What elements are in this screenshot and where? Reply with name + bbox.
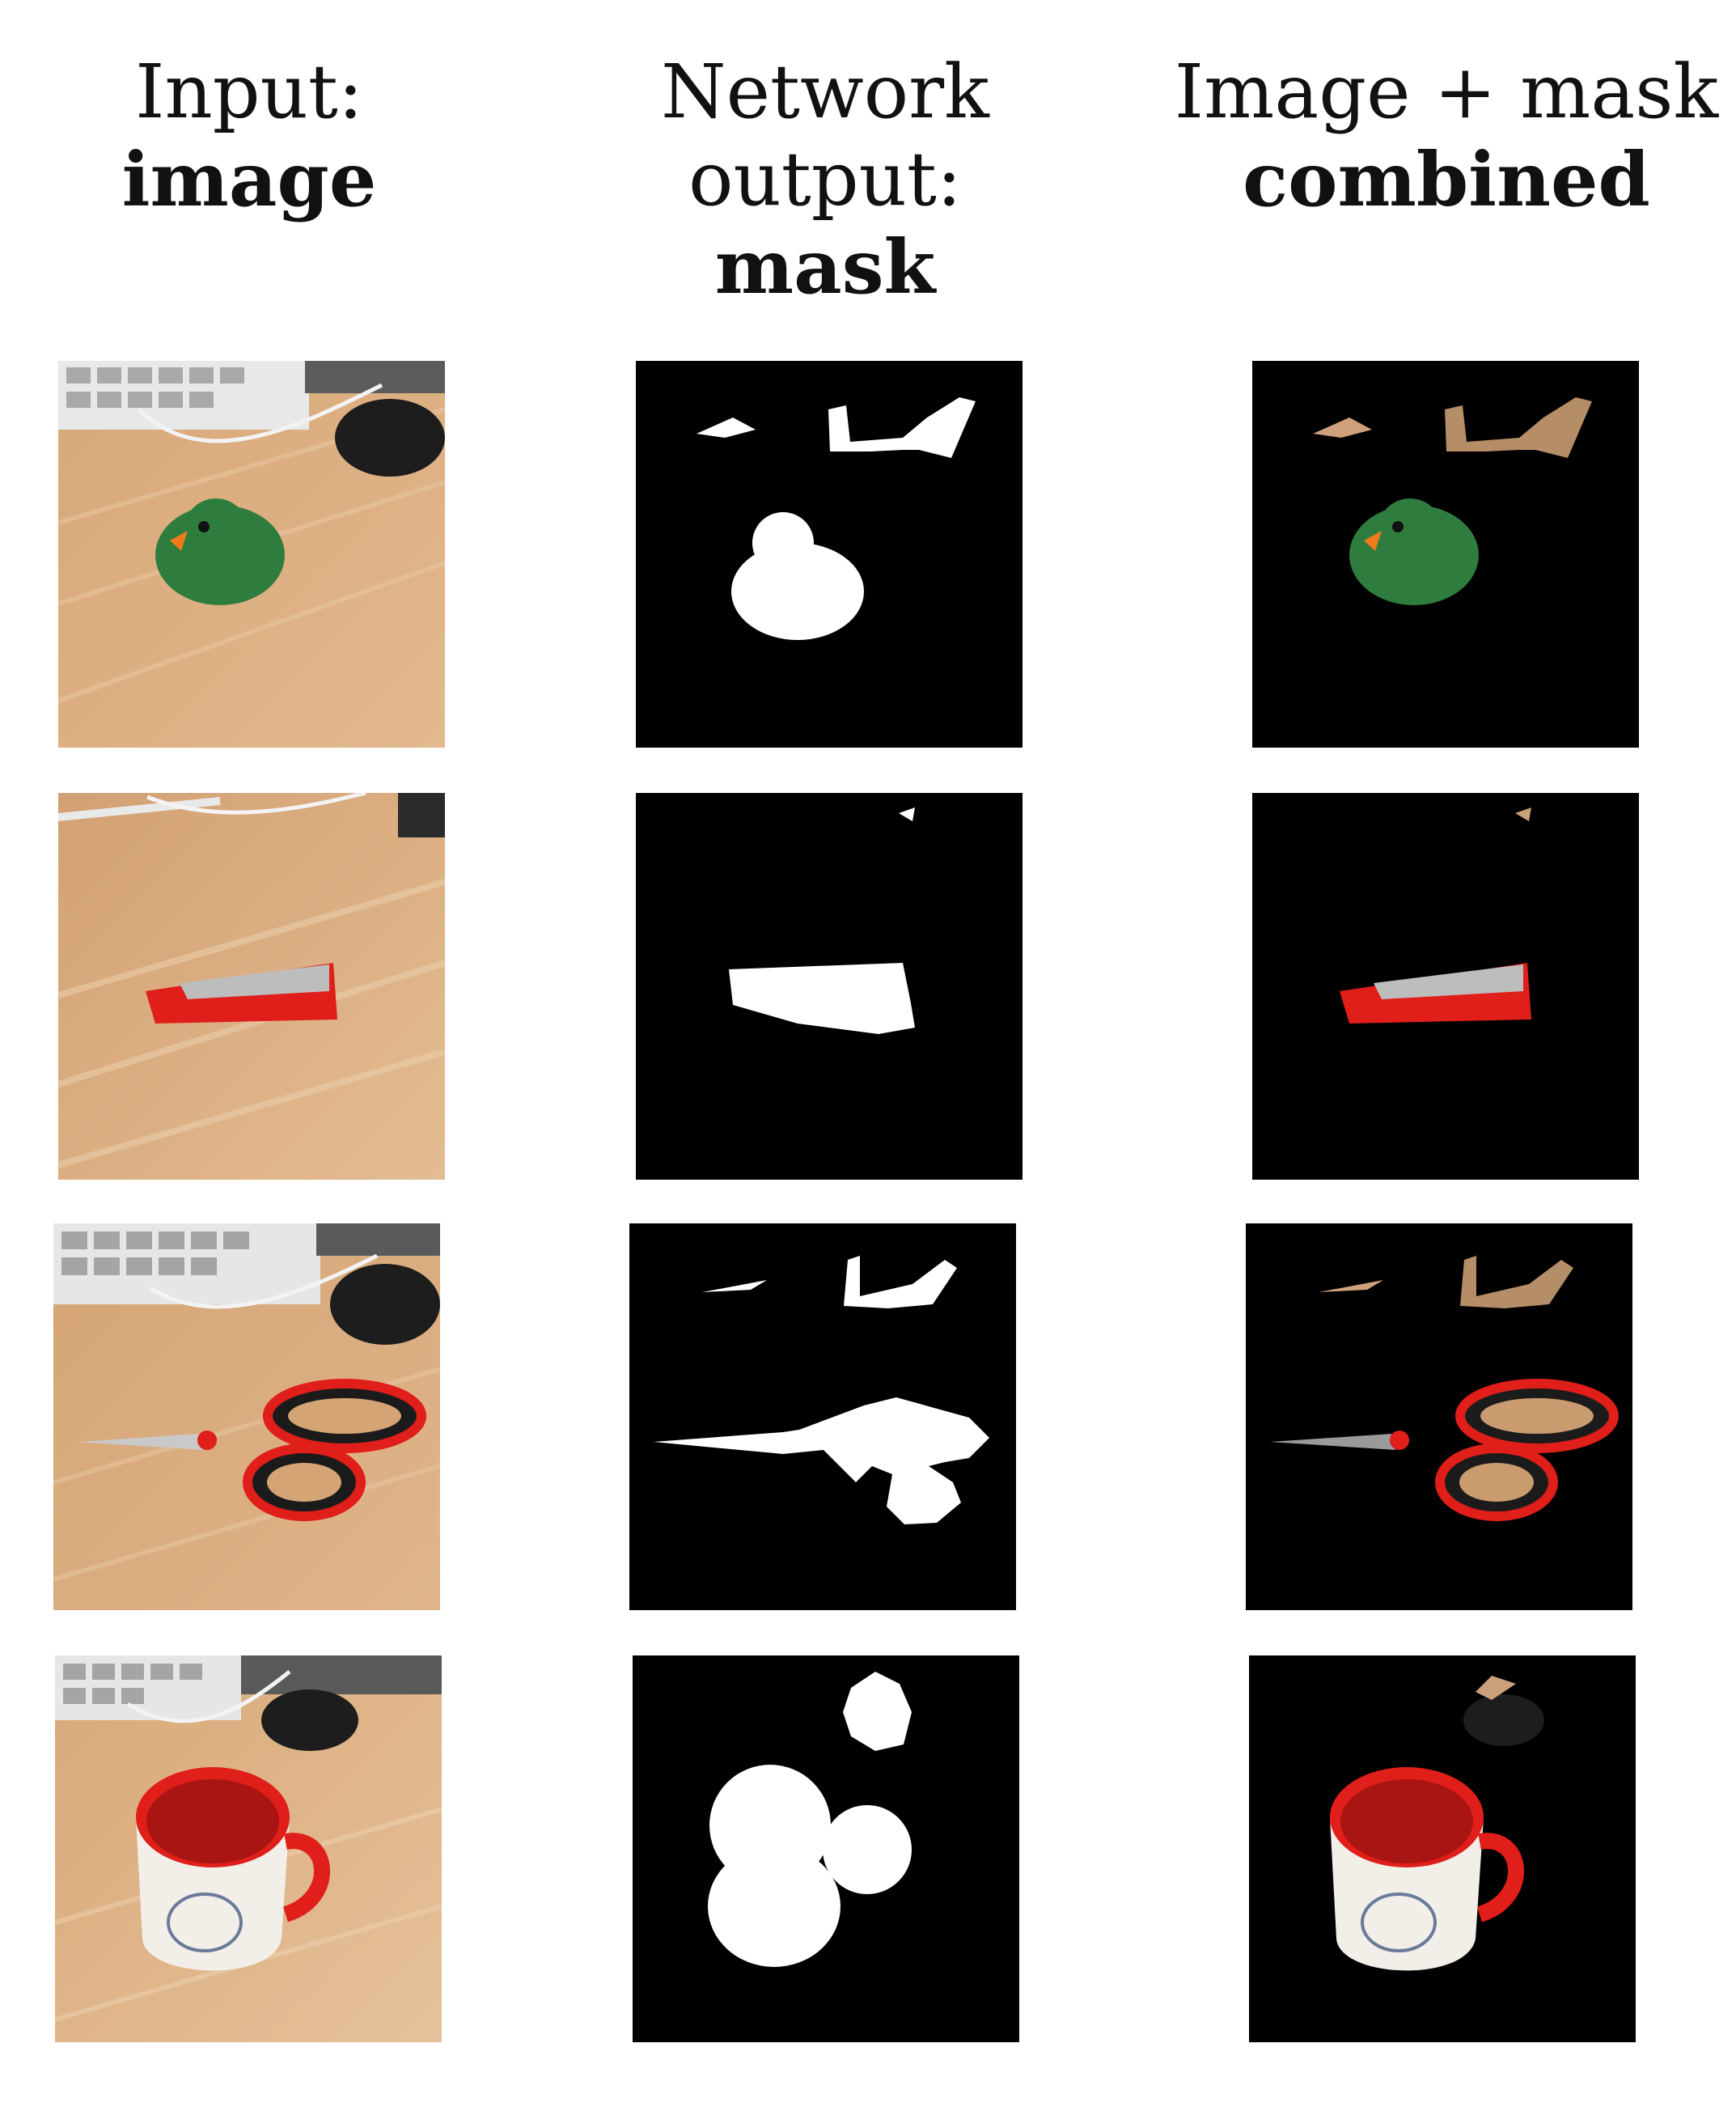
input-image-mug (55, 1655, 442, 2042)
mask-stapler (636, 793, 1023, 1180)
combined-scissors (1246, 1223, 1632, 1610)
mask-scissors (629, 1223, 1016, 1610)
header-line-1: Image + mask (1174, 49, 1719, 135)
header-line-2: mask (714, 223, 936, 311)
input-image-stapler (58, 793, 445, 1180)
header-line-1: Input: (135, 49, 363, 135)
combined-duck (1252, 361, 1639, 748)
header-line-2: image (121, 136, 377, 223)
header-line-2: combined (1243, 136, 1650, 223)
mask-duck (636, 361, 1023, 748)
mask-mug (633, 1655, 1019, 2042)
header-line-1: Network output: (661, 49, 989, 223)
input-image-duck (58, 361, 445, 748)
column-header-input: Input: image (0, 49, 540, 223)
combined-mug (1249, 1655, 1636, 2042)
input-image-scissors (53, 1223, 440, 1610)
combined-stapler (1252, 793, 1639, 1180)
column-header-combined: Image + mask combined (1155, 49, 1736, 223)
column-header-mask: Network output: mask (534, 49, 1116, 311)
